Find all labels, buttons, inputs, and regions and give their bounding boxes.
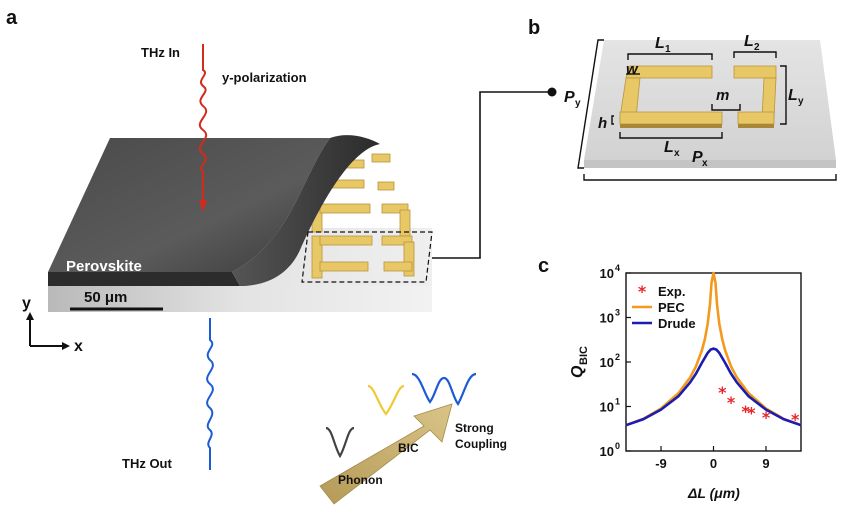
y-tick-exponent: 3 <box>615 308 620 318</box>
perovskite-curl <box>232 135 380 286</box>
dim-Px: P <box>692 149 703 166</box>
strong-label: Strong <box>455 421 494 435</box>
perovskite-label: Perovskite <box>66 258 142 275</box>
y-axis-title: Q BIC <box>569 346 590 378</box>
dim-Px-sub: x <box>702 158 708 169</box>
data-point-exp: * <box>718 383 727 402</box>
y-tick-exponent: 0 <box>615 441 620 451</box>
series-line-pec <box>625 271 802 427</box>
y-arrow-head <box>26 312 34 320</box>
y-tick-exponent: 4 <box>615 263 620 273</box>
data-point-exp: * <box>741 402 750 421</box>
dim-Ly: L <box>788 87 798 104</box>
x-tick-label: 0 <box>710 456 717 471</box>
thz-out-label: THz Out <box>122 456 172 471</box>
data-point-exp: * <box>791 410 800 429</box>
y-tick-exponent: 2 <box>615 352 620 362</box>
thz-in-label: THz In <box>141 45 180 60</box>
phonon-spectrum <box>325 426 355 459</box>
dim-m: m <box>716 87 729 104</box>
thz-in-wave <box>198 44 208 206</box>
unit-cell-substrate-edge <box>584 160 836 168</box>
dim-Py: P <box>564 89 575 106</box>
panel-b-letter: b <box>528 17 540 39</box>
coupled-spectrum <box>411 372 477 406</box>
dim-h: h <box>598 115 607 132</box>
panel-a-letter: a <box>6 7 18 29</box>
dim-Ly-sub: y <box>798 96 804 107</box>
legend-marker-exp: * <box>638 282 647 301</box>
coupling-label: Coupling <box>455 437 507 451</box>
legend-label-exp: Exp. <box>658 284 685 299</box>
y-tick-label: 10 <box>600 444 614 459</box>
y-axis-label-sub: BIC <box>578 346 590 365</box>
x-arrow-head <box>62 342 70 350</box>
dim-Lx-sub: x <box>674 148 680 159</box>
data-point-exp: * <box>727 393 736 412</box>
panel-b: b L 1 L 2 w <box>528 17 837 181</box>
x-tick-label: -9 <box>655 456 667 471</box>
perovskite-film <box>48 138 330 272</box>
unit-cell-selection <box>301 231 433 283</box>
unit-cell-resonator <box>619 65 777 125</box>
y-tick-label: 10 <box>600 311 614 326</box>
bic-spectrum <box>367 384 405 416</box>
scale-bar-label: 50 μm <box>84 289 127 306</box>
legend-label-drude: Drude <box>658 316 696 331</box>
y-tick-label: 10 <box>600 400 614 415</box>
dim-Lx: L <box>664 139 674 156</box>
dim-Py-sub: y <box>575 98 581 109</box>
dimension-lines <box>577 39 837 181</box>
series-line-drude <box>625 347 802 427</box>
y-axis-label: Q <box>569 365 586 378</box>
panel-a: a Perovskite <box>6 7 557 505</box>
bic-label: BIC <box>398 441 419 455</box>
thz-in-arrowhead <box>199 200 207 212</box>
plot-frame <box>625 272 802 452</box>
dim-w: w <box>626 61 639 78</box>
dim-L2: L <box>744 33 754 50</box>
thz-out-wave <box>206 318 214 470</box>
data-point-exp: * <box>762 408 771 427</box>
x-axis-label: ΔL (μm) <box>687 485 740 501</box>
y-tick-label: 10 <box>600 355 614 370</box>
y-tick-label: 10 <box>600 266 614 281</box>
y-tick-exponent: 1 <box>615 397 620 407</box>
polarization-label: y-polarization <box>222 70 307 85</box>
perovskite-film-edge <box>48 272 240 286</box>
dim-L1-sub: 1 <box>665 44 671 55</box>
coupling-arrow <box>319 403 453 505</box>
dim-L2-sub: 2 <box>754 42 760 53</box>
connector-line <box>432 91 552 259</box>
x-tick-label: 9 <box>762 456 769 471</box>
axis-y-label: y <box>22 295 31 312</box>
substrate-front <box>48 286 432 312</box>
axis-x-label: x <box>74 338 83 355</box>
legend-label-pec: PEC <box>658 300 685 315</box>
data-point-exp: * <box>747 403 756 422</box>
resonator-array <box>311 153 415 279</box>
phonon-label: Phonon <box>338 473 383 487</box>
panel-c-letter: c <box>538 255 549 277</box>
dim-L1: L <box>655 35 665 52</box>
connector-dot <box>547 87 557 97</box>
